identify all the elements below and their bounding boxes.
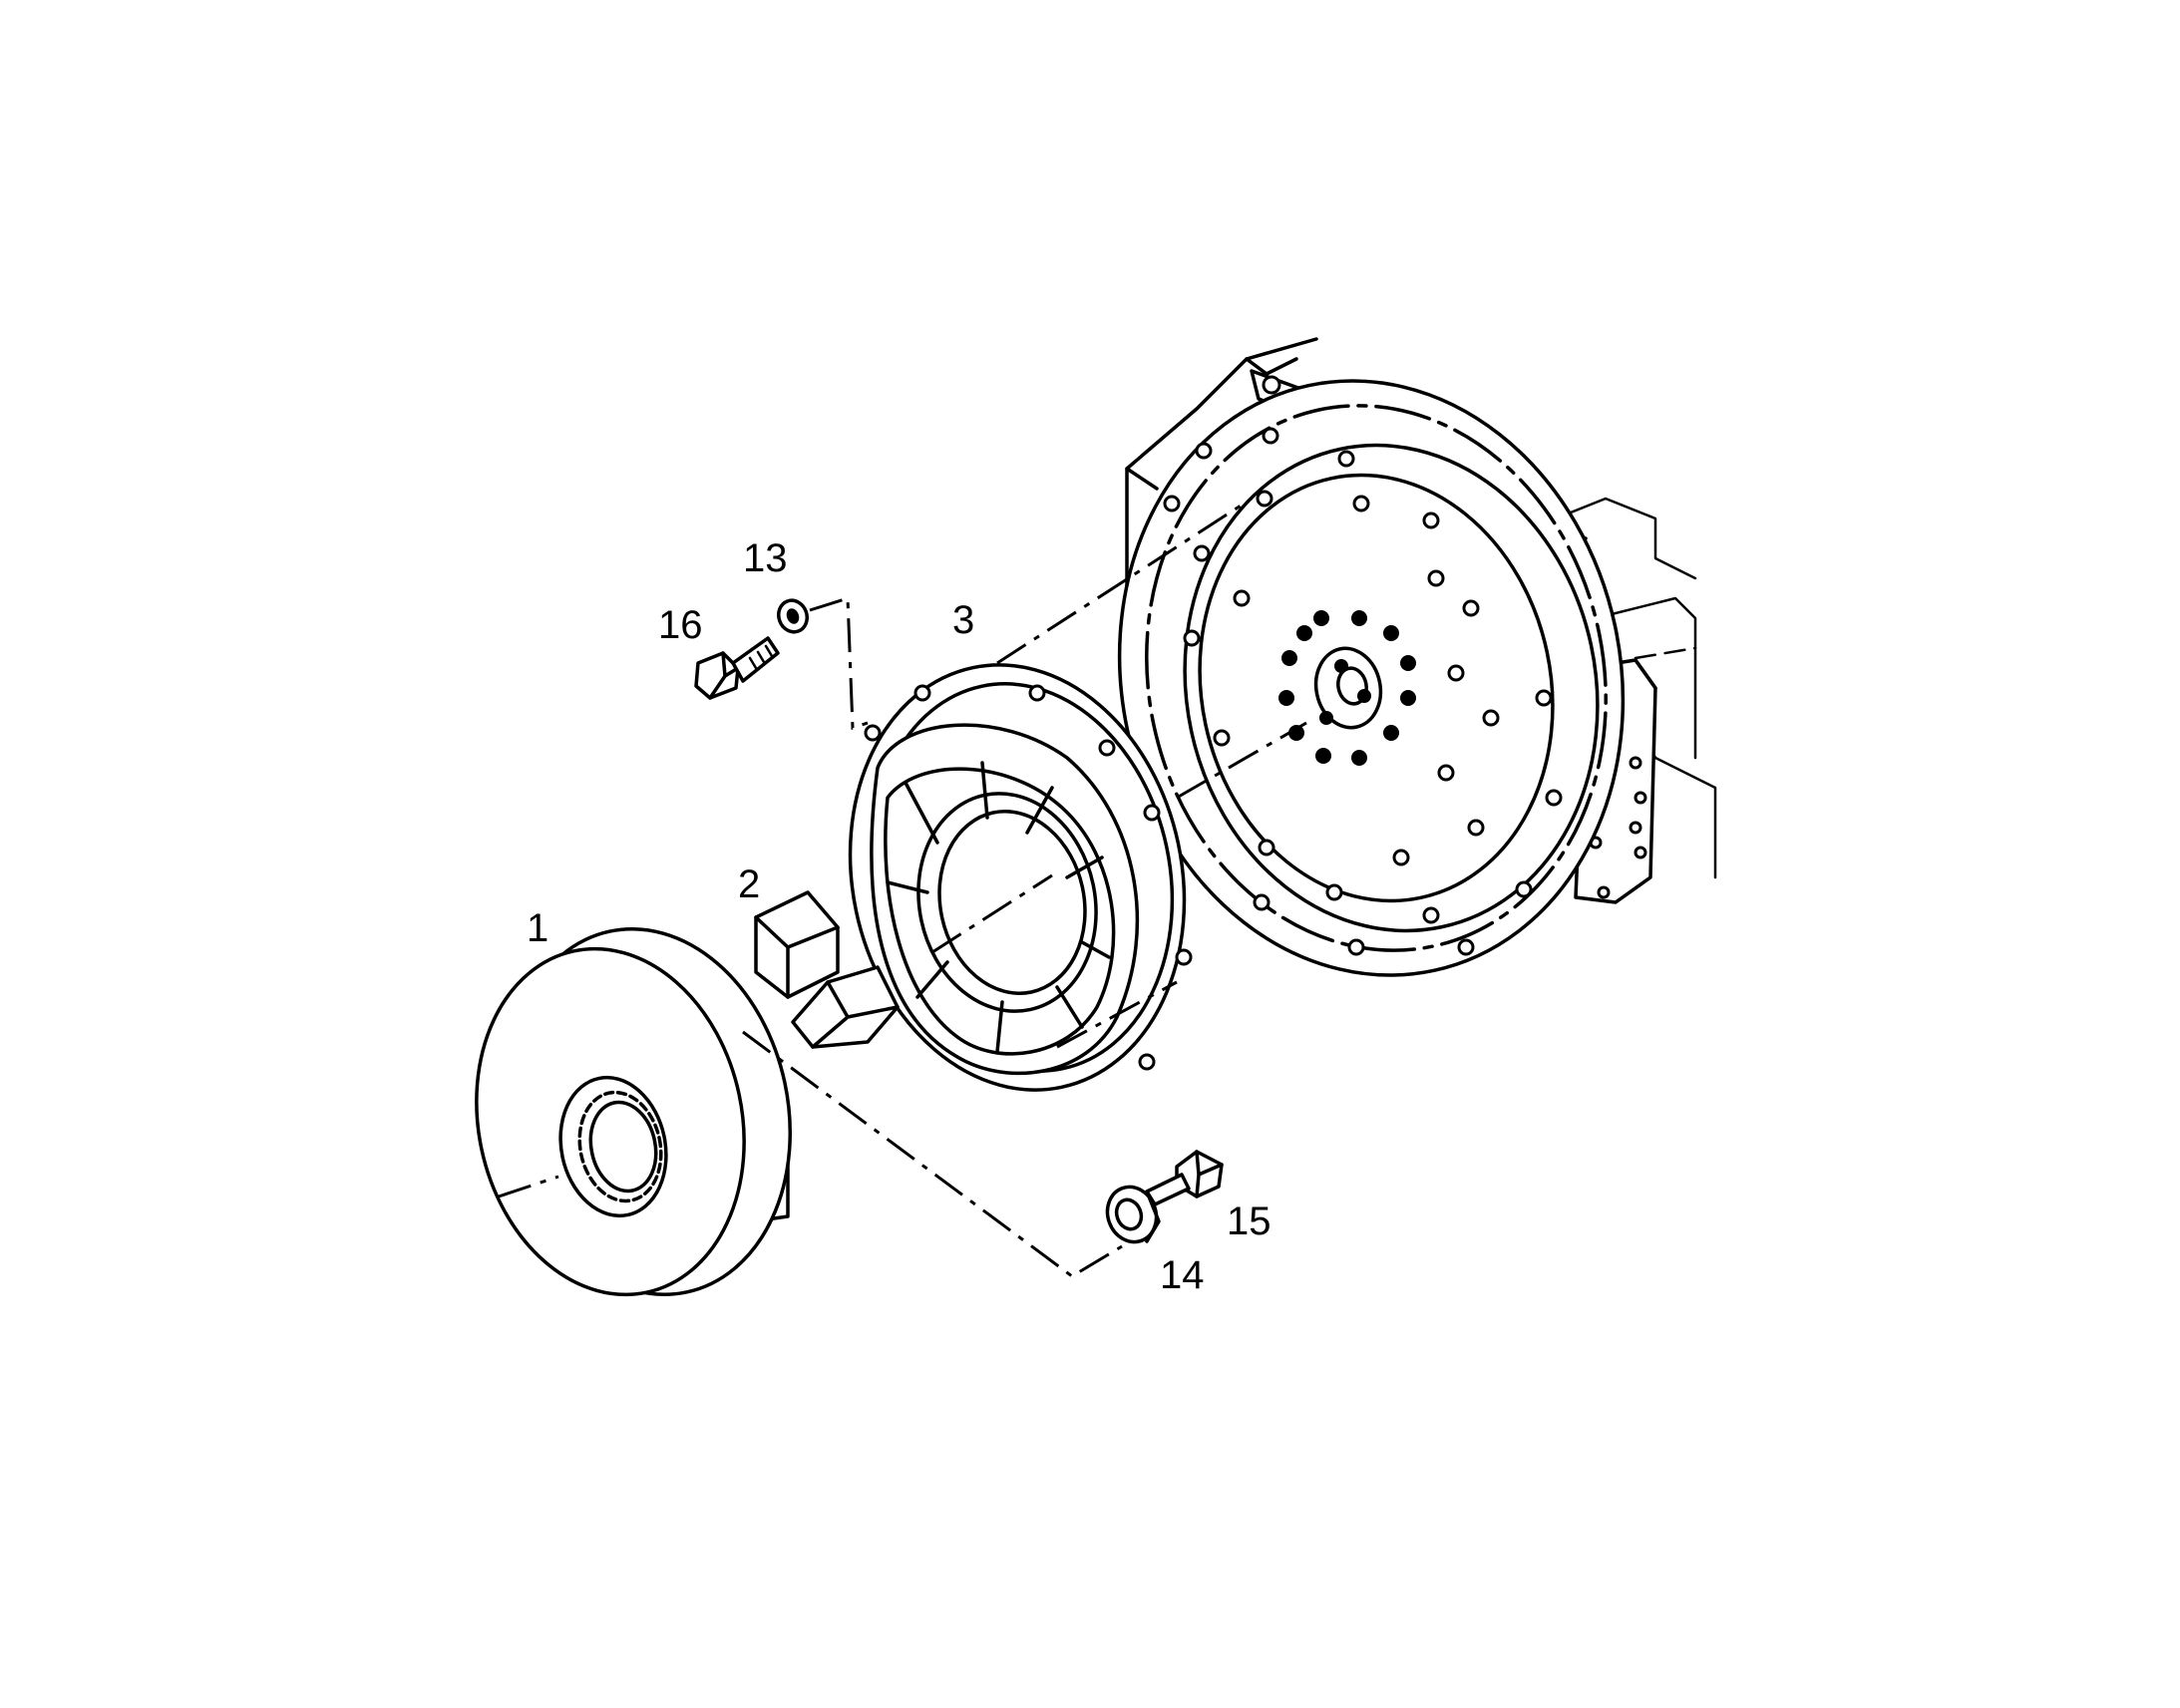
part-15-bolt xyxy=(1145,1150,1224,1206)
callout-3: 3 xyxy=(952,598,974,642)
callout-2: 2 xyxy=(738,862,760,906)
flywheel-housing xyxy=(1117,337,1717,977)
part-16-bolt xyxy=(694,636,780,700)
part-3-coupling-flange xyxy=(848,663,1193,1092)
flange-bolt-holes xyxy=(1163,427,1563,956)
flywheel-hub xyxy=(1278,610,1416,766)
part-13-washer xyxy=(777,598,809,634)
centerlines xyxy=(498,497,1307,1278)
part-1-coupling-hub xyxy=(475,926,792,1297)
part-2-rubber-elements xyxy=(754,890,900,1049)
callout-15: 15 xyxy=(1227,1199,1272,1243)
callout-14: 14 xyxy=(1160,1253,1205,1297)
callout-13: 13 xyxy=(743,536,788,580)
callout-1: 1 xyxy=(527,906,548,950)
part-14-washer xyxy=(1105,1185,1161,1244)
callout-16: 16 xyxy=(658,603,703,647)
callout-labels: 1 2 3 13 14 15 16 xyxy=(527,536,1272,1297)
